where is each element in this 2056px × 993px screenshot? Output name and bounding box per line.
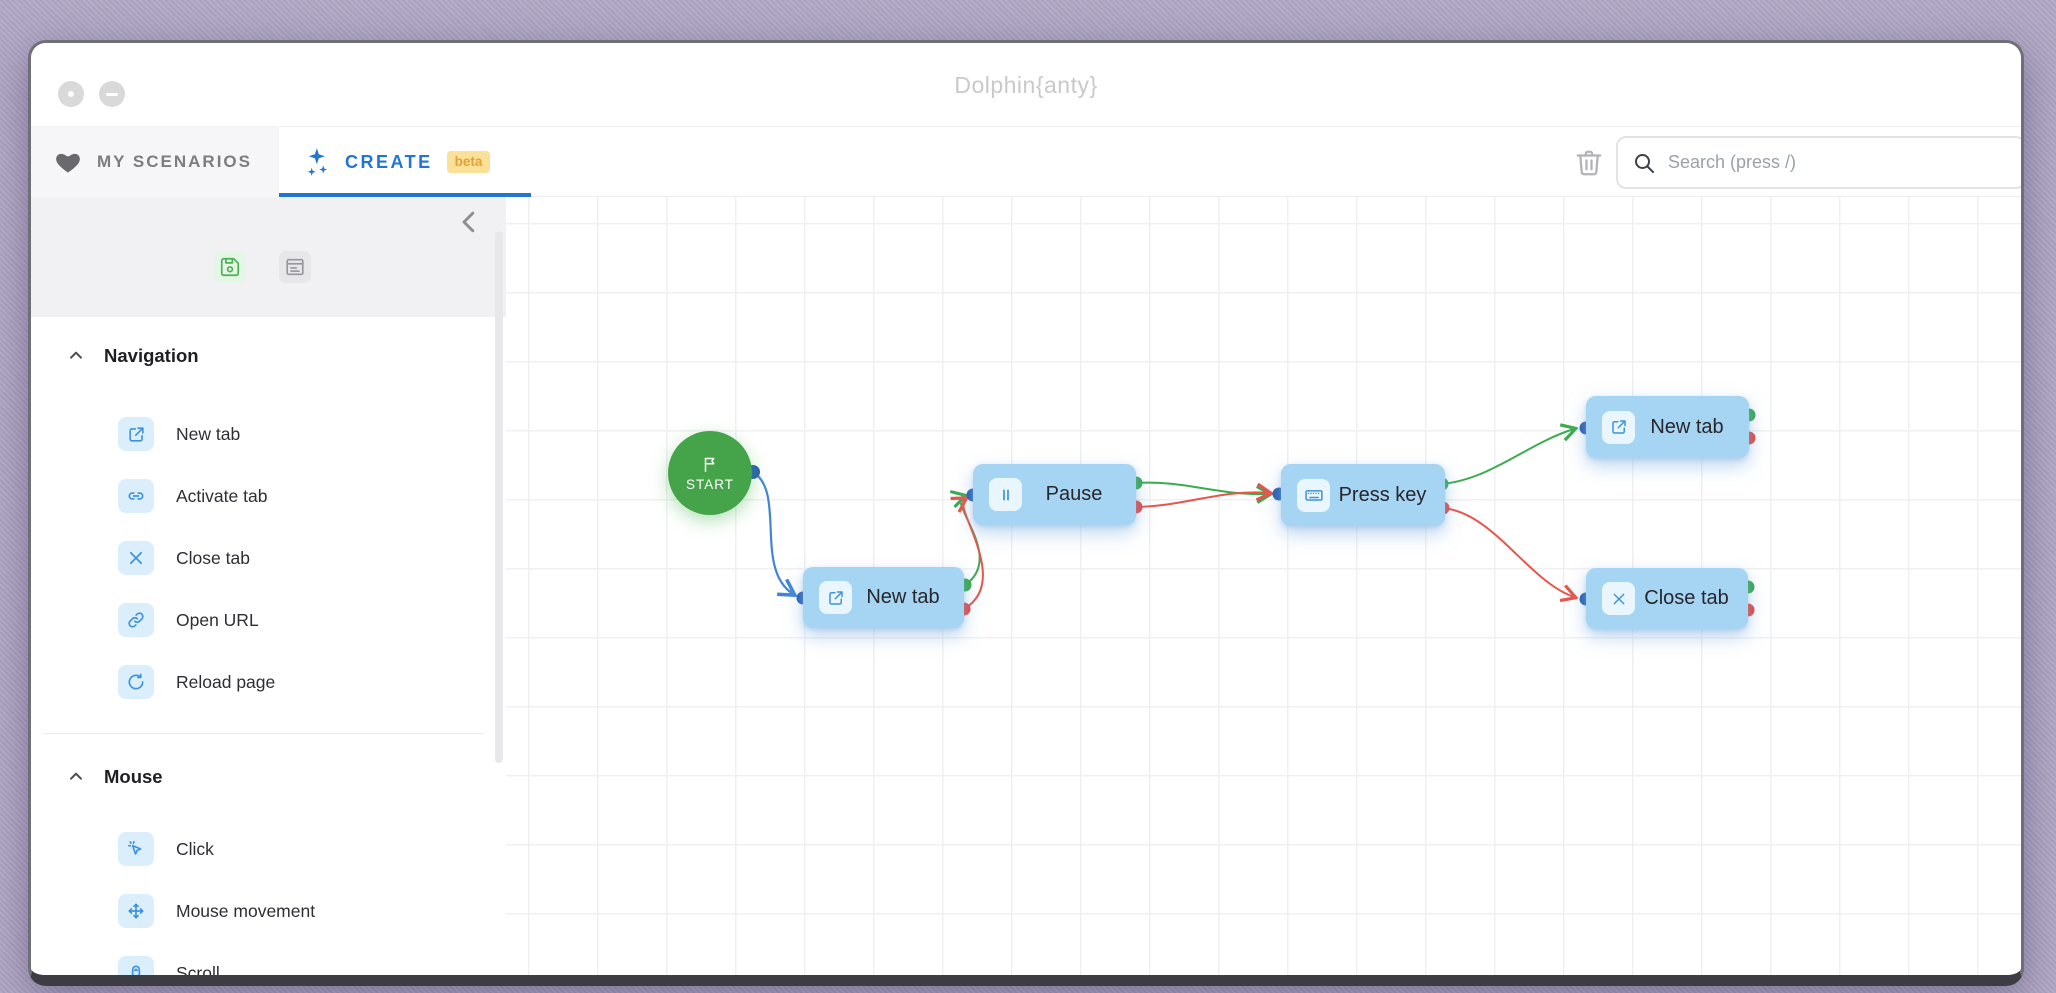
edge-newtab-pause-error[interactable]: [963, 499, 984, 610]
edge-start-newtab[interactable]: [752, 471, 793, 594]
sidebar-tools-panel: [31, 197, 506, 317]
edge-presskey-closetab-error[interactable]: [1442, 507, 1574, 597]
notes-icon[interactable]: [279, 251, 311, 283]
item-label: Scroll: [176, 962, 220, 976]
chevron-up-icon: [66, 767, 86, 787]
search-icon: [1632, 151, 1656, 175]
sidebar-item-open-url[interactable]: Open URL: [31, 589, 506, 651]
mouse-scroll-icon: [118, 956, 154, 975]
node-new-tab-1[interactable]: New tab: [803, 567, 964, 628]
edge-pause-presskey-success[interactable]: [1135, 481, 1269, 495]
chevron-up-icon: [66, 346, 86, 366]
tab-label: CREATE: [345, 151, 433, 172]
item-label: Mouse movement: [176, 900, 316, 921]
node-new-tab-2[interactable]: New tab: [1586, 396, 1749, 458]
sidebar-item-new-tab[interactable]: New tab: [31, 403, 506, 465]
sidebar-item-scroll[interactable]: Scroll: [31, 942, 506, 975]
item-label: Open URL: [176, 609, 259, 630]
sparkles-icon: [304, 147, 332, 177]
reload-icon: [118, 665, 154, 699]
trash-icon[interactable]: [1574, 147, 1606, 179]
tab-label: MY SCENARIOS: [97, 152, 252, 171]
scenario-canvas[interactable]: START New tab Pause: [506, 197, 2021, 975]
item-label: Activate tab: [176, 485, 268, 506]
section-title: Mouse: [104, 766, 163, 787]
close-icon: [1602, 582, 1635, 615]
node-start[interactable]: START: [668, 431, 752, 515]
sidebar-item-close-tab[interactable]: Close tab: [31, 527, 506, 589]
sidebar-item-reload-page[interactable]: Reload page: [31, 651, 506, 713]
keyboard-icon: [1297, 478, 1330, 512]
node-label: Close tab: [1644, 587, 1729, 609]
edge-pause-presskey-error[interactable]: [1135, 492, 1269, 508]
node-close-tab[interactable]: Close tab: [1586, 568, 1748, 629]
app-title: Dolphin{anty}: [954, 71, 1098, 98]
section-divider: [43, 733, 484, 734]
window-minimize-button[interactable]: [99, 81, 125, 107]
sidebar-item-activate-tab[interactable]: Activate tab: [31, 465, 506, 527]
active-tab-indicator: [279, 193, 531, 197]
chevron-left-icon[interactable]: [454, 207, 484, 237]
pause-icon: [989, 478, 1022, 511]
node-label: New tab: [1650, 415, 1724, 438]
app-window: Dolphin{anty} MY SCENARIOS CREATE beta: [28, 40, 2024, 986]
external-link-icon: [1602, 410, 1635, 444]
window-back-button[interactable]: [58, 81, 84, 107]
beta-badge: beta: [446, 151, 491, 173]
sidebar-scrollbar[interactable]: [495, 231, 503, 763]
sidebar-item-click[interactable]: Click: [31, 818, 506, 880]
item-label: New tab: [176, 423, 241, 444]
mouse-items: Click Mouse movement: [31, 818, 506, 975]
blocks-sidebar: Navigation New tab: [31, 197, 506, 975]
item-label: Close tab: [176, 547, 250, 568]
dot-icon: [68, 91, 74, 97]
item-label: Reload page: [176, 671, 276, 692]
title-bar: Dolphin{anty}: [31, 43, 2021, 127]
tab-bar: MY SCENARIOS CREATE beta: [31, 127, 2021, 197]
section-title: Navigation: [104, 345, 199, 366]
move-icon: [118, 894, 154, 928]
sidebar-item-mouse-movement[interactable]: Mouse movement: [31, 880, 506, 942]
section-mouse-header[interactable]: Mouse: [66, 762, 506, 792]
node-pause[interactable]: Pause: [973, 464, 1136, 525]
url-link-icon: [118, 603, 154, 637]
tab-create[interactable]: CREATE beta: [279, 127, 531, 197]
edge-presskey-newtab2-success[interactable]: [1441, 429, 1574, 485]
minus-icon: [106, 92, 118, 96]
edges-layer: [746, 408, 1756, 617]
main-area: Navigation New tab: [31, 197, 2021, 975]
item-label: Click: [176, 838, 214, 859]
node-press-key[interactable]: Press key: [1281, 464, 1445, 526]
cursor-click-icon: [118, 832, 154, 866]
flag-icon: [701, 455, 719, 474]
heart-icon: [53, 148, 83, 176]
search-box: [1616, 136, 2021, 189]
node-label: Pause: [1045, 483, 1103, 505]
section-navigation-header[interactable]: Navigation: [66, 341, 506, 371]
link-icon: [118, 479, 154, 513]
tab-my-scenarios[interactable]: MY SCENARIOS: [31, 127, 279, 197]
node-label: New tab: [866, 586, 940, 608]
navigation-items: New tab Activate tab: [31, 403, 506, 713]
external-link-icon: [118, 417, 154, 451]
node-label: Press key: [1338, 483, 1427, 506]
search-input[interactable]: [1668, 152, 2010, 173]
external-link-icon: [819, 581, 852, 614]
close-icon: [118, 541, 154, 575]
node-label: START: [685, 476, 734, 492]
save-icon[interactable]: [214, 251, 246, 283]
